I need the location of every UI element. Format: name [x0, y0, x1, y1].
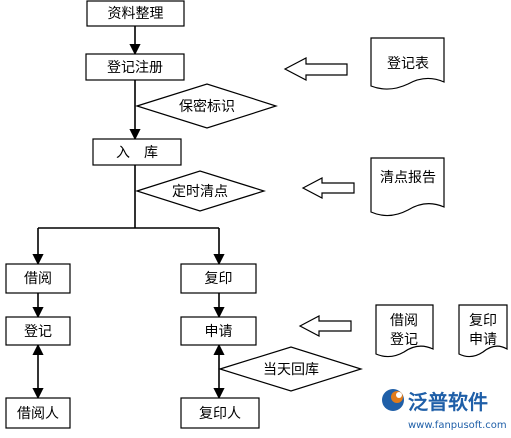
box-borrower-label: 借阅人	[17, 406, 59, 422]
block-arrow-borrow-copy-docs	[298, 315, 352, 337]
box-record: 登记	[5, 316, 71, 346]
logo-url: www.fanpusoft.com	[408, 420, 507, 431]
box-apply-label: 申请	[205, 324, 233, 340]
diamond-inventory-check-label: 定时清点	[172, 184, 228, 200]
box-copier: 复印人	[180, 397, 260, 429]
doc-borrow-record-line2: 登记	[390, 332, 418, 348]
doc-borrow-record-line1: 借阅	[390, 313, 418, 329]
box-apply: 申请	[180, 316, 257, 346]
box-register-label: 登记注册	[107, 60, 163, 76]
box-organize-label: 资料整理	[108, 6, 164, 22]
box-borrow: 借阅	[5, 263, 71, 294]
box-store-label: 入 库	[116, 145, 158, 161]
doc-copy-request: 复印 申请	[458, 304, 508, 358]
block-arrow-register-form	[283, 57, 348, 81]
box-register: 登记注册	[85, 53, 185, 81]
logo-name: 泛普软件	[408, 390, 488, 414]
box-store: 入 库	[92, 138, 182, 166]
doc-inventory-report-label: 清点报告	[380, 170, 436, 186]
doc-register-form: 登记表	[370, 37, 445, 90]
diamond-inventory-check: 定时清点	[135, 170, 267, 212]
fanpusoft-logo: 泛普软件 www.fanpusoft.com	[382, 389, 507, 431]
box-copier-label: 复印人	[199, 405, 241, 422]
diamond-same-day-return: 当天回库	[217, 346, 364, 392]
block-arrow-inventory-report	[301, 177, 355, 199]
box-record-label: 登记	[24, 324, 52, 340]
doc-copy-request-line2: 申请	[469, 332, 497, 348]
box-copy: 复印	[180, 263, 257, 294]
doc-copy-request-line1: 复印	[469, 312, 497, 329]
doc-inventory-report: 清点报告	[370, 157, 445, 217]
doc-borrow-record: 借阅 登记	[375, 304, 434, 358]
box-borrow-label: 借阅	[24, 271, 52, 287]
diamond-security-mark-label: 保密标识	[179, 98, 235, 115]
diamond-same-day-return-label: 当天回库	[263, 362, 319, 378]
doc-register-form-label: 登记表	[387, 56, 429, 72]
box-organize: 资料整理	[86, 0, 185, 27]
box-copy-label: 复印	[205, 270, 233, 287]
diamond-security-mark: 保密标识	[134, 83, 278, 129]
box-borrower: 借阅人	[5, 397, 71, 429]
